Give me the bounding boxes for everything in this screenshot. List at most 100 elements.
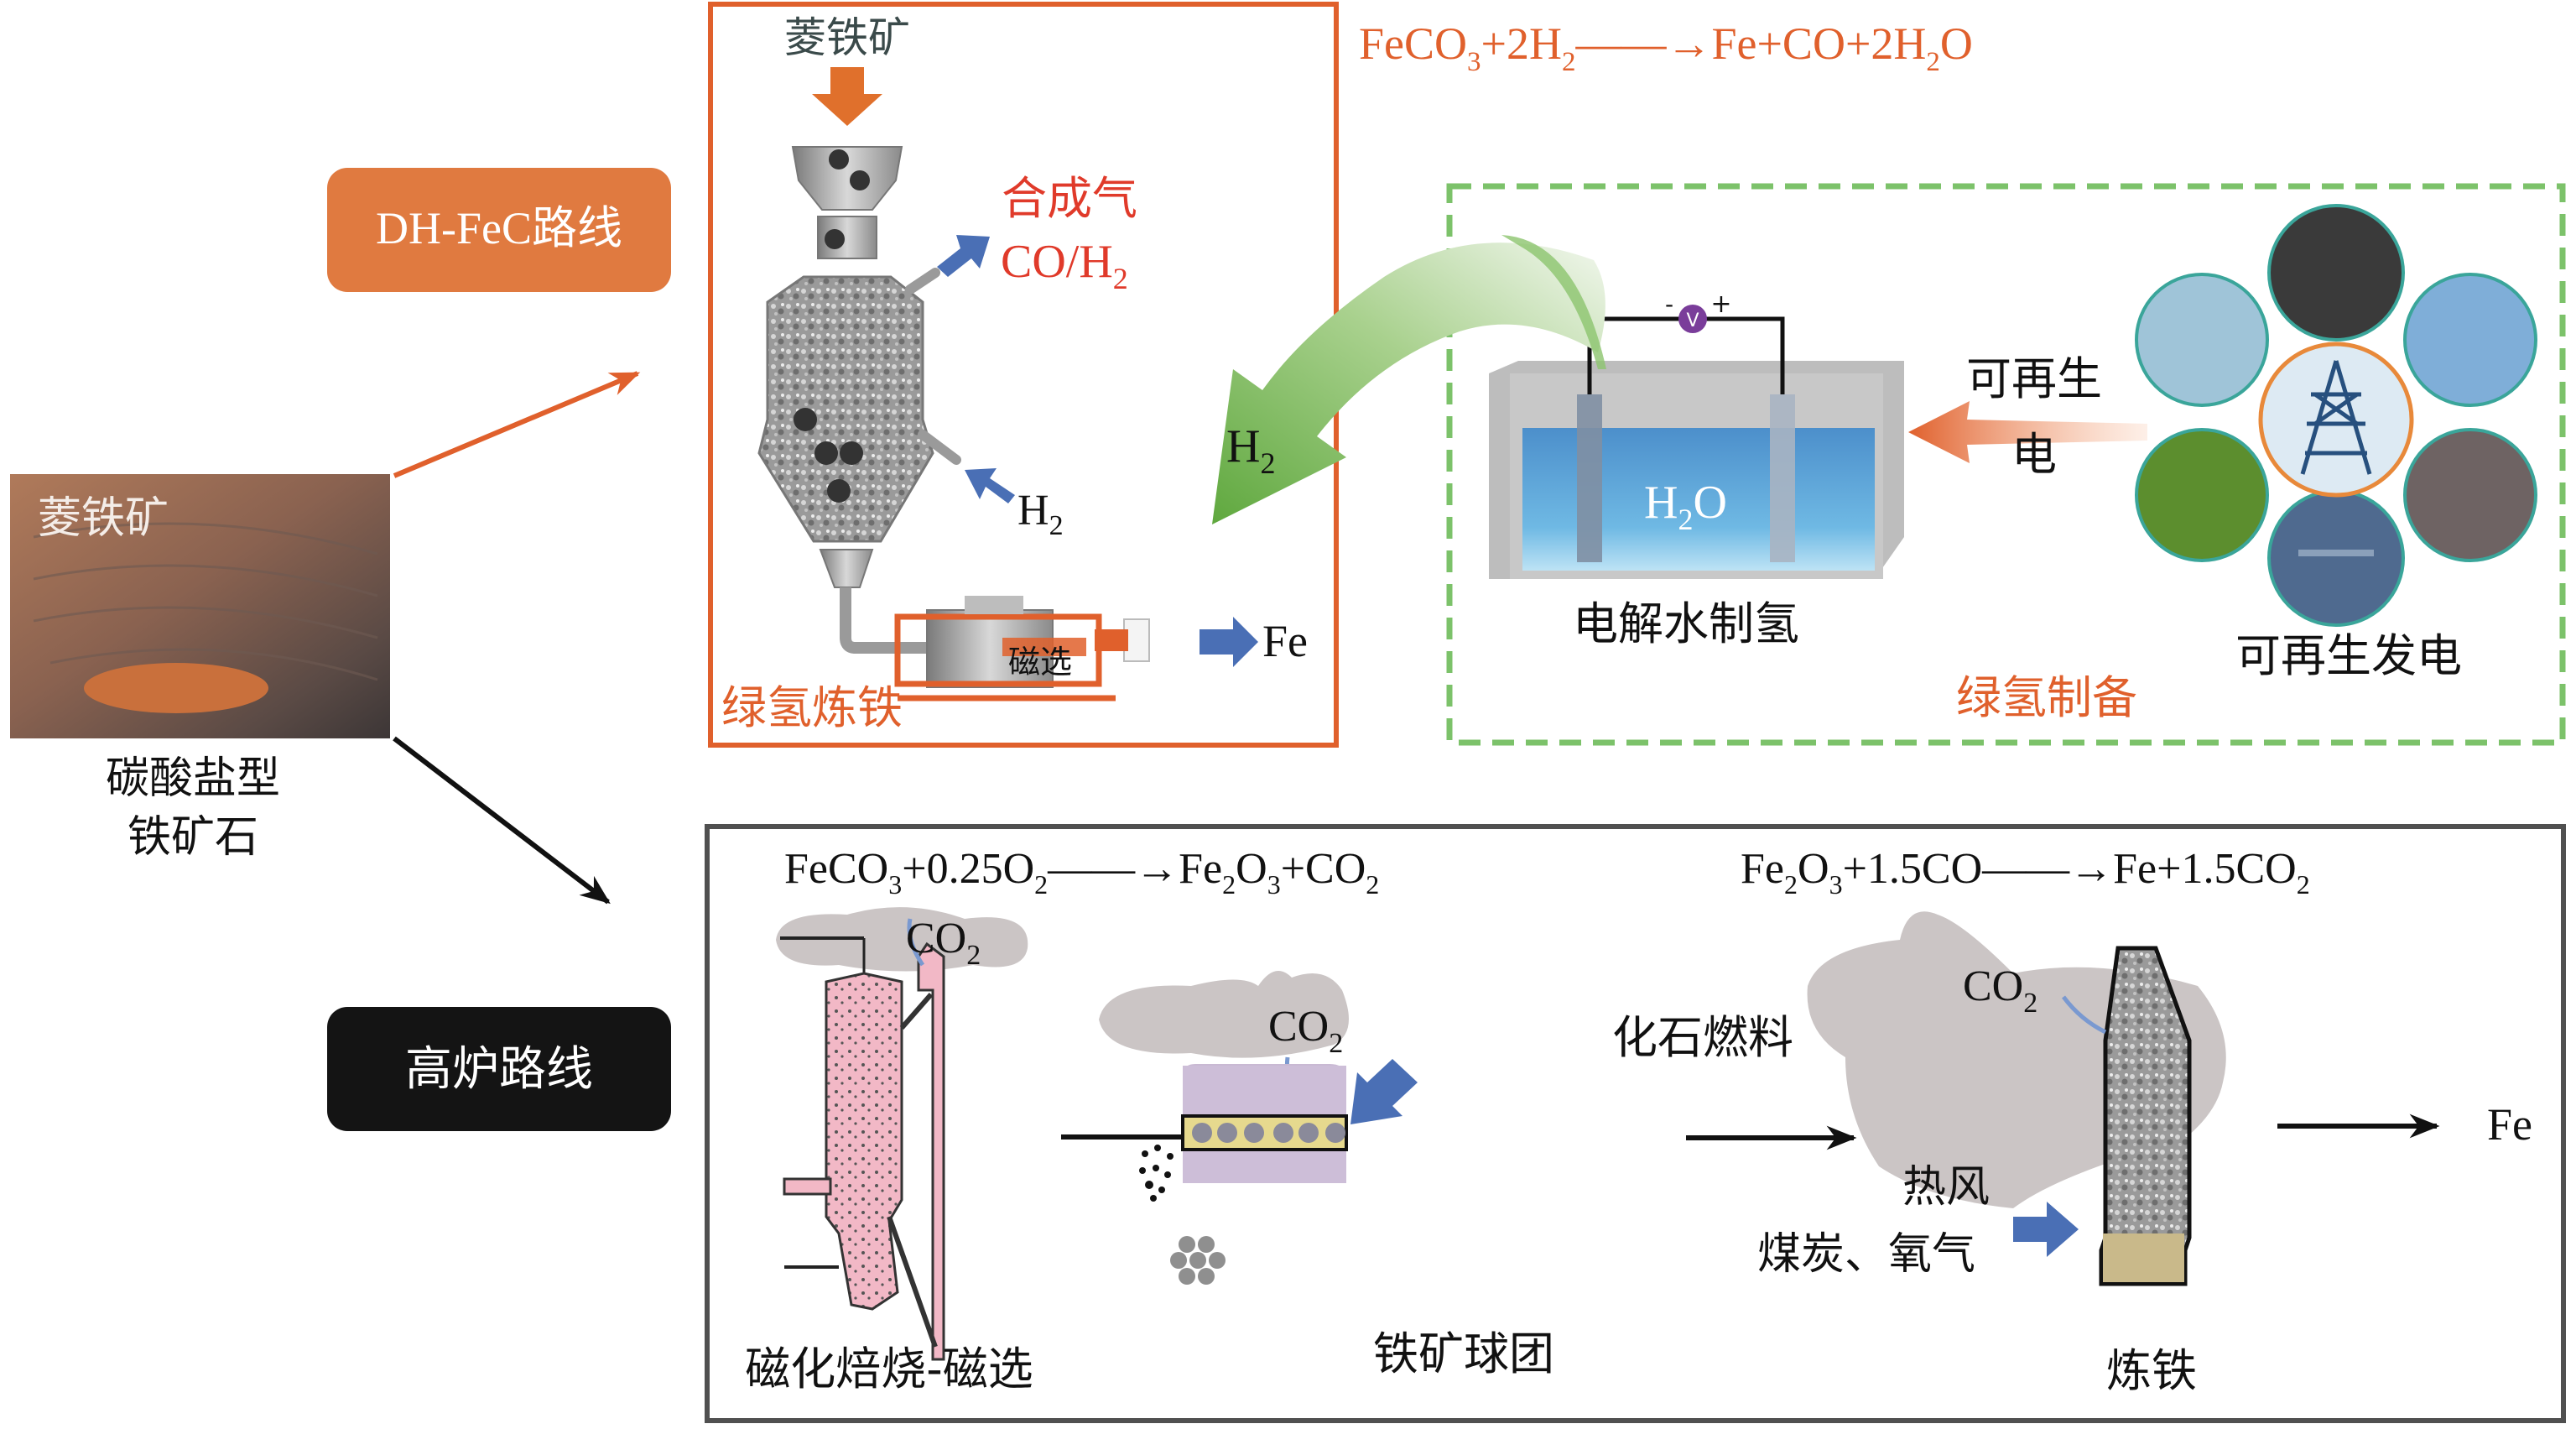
- subscript: 2: [2297, 869, 2310, 900]
- formula-term: FeCO: [784, 845, 888, 893]
- subscript: 2: [1784, 869, 1798, 900]
- photo-label: 菱铁矿: [38, 493, 169, 544]
- pellet-exhaust-cloud: [1099, 971, 1349, 1058]
- dh-fec-route-label: DH-FeC路线: [376, 203, 622, 253]
- syngas-out-arrow: [937, 235, 990, 277]
- h2-transfer-arrow-tail: [1501, 235, 1606, 369]
- h2-transfer-arrow: [1212, 243, 1605, 524]
- green-ironmaking-title: 绿氢炼铁: [721, 681, 903, 734]
- ore-caption-line2: 铁矿石: [127, 812, 258, 863]
- polarity-minus: -: [1665, 290, 1673, 318]
- shaft-reactor: [757, 146, 961, 654]
- formula-term: Fe: [1741, 845, 1784, 893]
- reaction-arrow: ——→: [1574, 18, 1711, 69]
- furnace-co2-arrow: [2061, 995, 2107, 1035]
- dh-fec-equation-text: FeCO3+2H2——→Fe+CO+2H2O: [1359, 18, 1973, 77]
- smelting-equation-text: Fe2O3+1.5CO——→Fe+1.5CO2: [1741, 845, 2310, 900]
- formula-term: Fe+CO+2H: [1711, 18, 1926, 69]
- h2-transfer-label: H2: [1226, 420, 1275, 480]
- subscript: 2: [1562, 47, 1576, 77]
- magnetizing-roaster: [783, 941, 945, 1361]
- green-hydrogen-panel: V - + H2O 电解水制氢 可再生 电 可再生发电 绿氢制备: [1446, 183, 2566, 746]
- roasting-equation-text: FeCO3+0.25O2——→Fe2O3+CO2: [784, 845, 1379, 900]
- formula-term: Fe+1.5CO: [2113, 845, 2297, 893]
- subscript: 3: [1467, 47, 1481, 77]
- blast-furnace-fe-product: Fe: [2487, 1099, 2532, 1150]
- green-hydrogen-frame: [1446, 183, 2566, 746]
- renewable-sources-cluster: [2135, 204, 2537, 627]
- subscript: 2: [1926, 47, 1940, 77]
- green-hydrogen-title: 绿氢制备: [1956, 671, 2137, 724]
- fe-out-arrow: [1200, 617, 1258, 667]
- formula-term: O: [1236, 845, 1267, 893]
- magnetic-separator: 磁选: [894, 596, 1150, 701]
- subscript: 2: [1366, 869, 1379, 900]
- dh-fec-route-badge: DH-FeC路线: [327, 168, 671, 292]
- voltmeter-label: V: [1686, 310, 1699, 331]
- water-label: H2O: [1644, 477, 1727, 536]
- power-source-solar: [2267, 489, 2405, 627]
- ore-fines: [1139, 1145, 1174, 1202]
- subscript: 2: [1034, 869, 1048, 900]
- blast-furnace-body: [2099, 946, 2192, 1286]
- smelting-label: 炼铁: [2106, 1344, 2197, 1397]
- smelting-equation: Fe2O3+1.5CO——→Fe+1.5CO2: [1741, 845, 2310, 900]
- transmission-tower-icon: [2300, 360, 2372, 475]
- roasting-equation: FeCO3+0.25O2——→Fe2O3+CO2: [784, 845, 1379, 900]
- polarity-plus: +: [1710, 289, 1731, 319]
- blast-furnace-panel: FeCO3+0.25O2——→Fe2O3+CO2 Fe2O3+1.5CO——→F…: [705, 824, 2566, 1423]
- ore-source: 菱铁矿 碳酸盐型 铁矿石: [10, 474, 390, 863]
- green-ironmaking-panel: 菱铁矿 磁选: [708, 2, 1339, 748]
- molten-iron-layer: [2103, 1233, 2184, 1282]
- fossil-fuel-arrow: [1350, 1059, 1418, 1124]
- roasting-co2-arrow: [907, 918, 925, 967]
- fossil-fuel-label: 化石燃料: [1612, 1011, 1793, 1064]
- furnace-co2-label: CO2: [1963, 962, 2037, 1019]
- power-source-wind: [2403, 273, 2537, 407]
- fe-product-label: Fe: [1262, 616, 1308, 666]
- reaction-arrow: ——→: [1047, 845, 1179, 893]
- voltmeter-icon: [1678, 305, 1707, 333]
- pellet-co2-label: CO2: [1268, 1003, 1343, 1059]
- syngas-label: 合成气: [1002, 172, 1137, 225]
- h2-input-label: H2: [1017, 487, 1064, 541]
- roasting-exhaust-cloud: [776, 907, 1028, 972]
- subscript: 3: [1267, 869, 1281, 900]
- formula-term: +1.5CO: [1843, 845, 1983, 893]
- renewable-generation-label: 可再生发电: [2235, 629, 2462, 682]
- feed-down-arrow: [812, 67, 882, 126]
- blast-furnace-frame: [705, 824, 2566, 1423]
- renewable-power-label-line1: 可再生: [1966, 352, 2102, 405]
- formula-term: +CO: [1281, 845, 1366, 893]
- electrolysis-cell: V - + H2O: [1489, 289, 1904, 579]
- magnetic-separation-label: 磁选: [1008, 644, 1072, 681]
- blast-furnace-route-label: 高炉路线: [405, 1042, 593, 1097]
- pelletizing-machine: [1181, 1064, 1348, 1183]
- subscript: 3: [888, 869, 902, 900]
- renewable-power-arrow: [1908, 401, 2147, 463]
- reaction-arrow: ——→: [1981, 845, 2113, 893]
- syngas-formula: CO/H2: [1001, 236, 1128, 295]
- dh-fec-equation: FeCO3+2H2——→Fe+CO+2H2O: [1359, 18, 1973, 77]
- roasting-label: 磁化焙烧-磁选: [745, 1343, 1033, 1395]
- subscript: 3: [1829, 869, 1843, 900]
- h2-in-arrow: [965, 468, 1015, 503]
- power-source-biomass: [2135, 428, 2269, 562]
- mine-pit-pool: [84, 663, 268, 713]
- roasting-co2-label: CO2: [906, 915, 981, 971]
- formula-term: FeCO: [1359, 18, 1467, 69]
- formula-term: +0.25O: [902, 845, 1034, 893]
- formula-term: Fe: [1179, 845, 1222, 893]
- power-source-geothermal: [2403, 428, 2537, 562]
- formula-term: O: [1798, 845, 1829, 893]
- blast-furnace-route-badge: 高炉路线: [327, 1007, 671, 1131]
- siderite-feed-label: 菱铁矿: [784, 13, 910, 62]
- hot-blast-arrow: [2013, 1202, 2079, 1257]
- ore-caption-line1: 碳酸盐型: [106, 754, 280, 804]
- power-source-coal-field: [2267, 204, 2405, 342]
- renewable-power-label-line2: 电: [2011, 428, 2057, 481]
- coal-oxygen-label: 煤炭、氧气: [1757, 1229, 1975, 1280]
- formula-term: O: [1940, 18, 1973, 69]
- iron-ore-pellets: [1170, 1236, 1226, 1285]
